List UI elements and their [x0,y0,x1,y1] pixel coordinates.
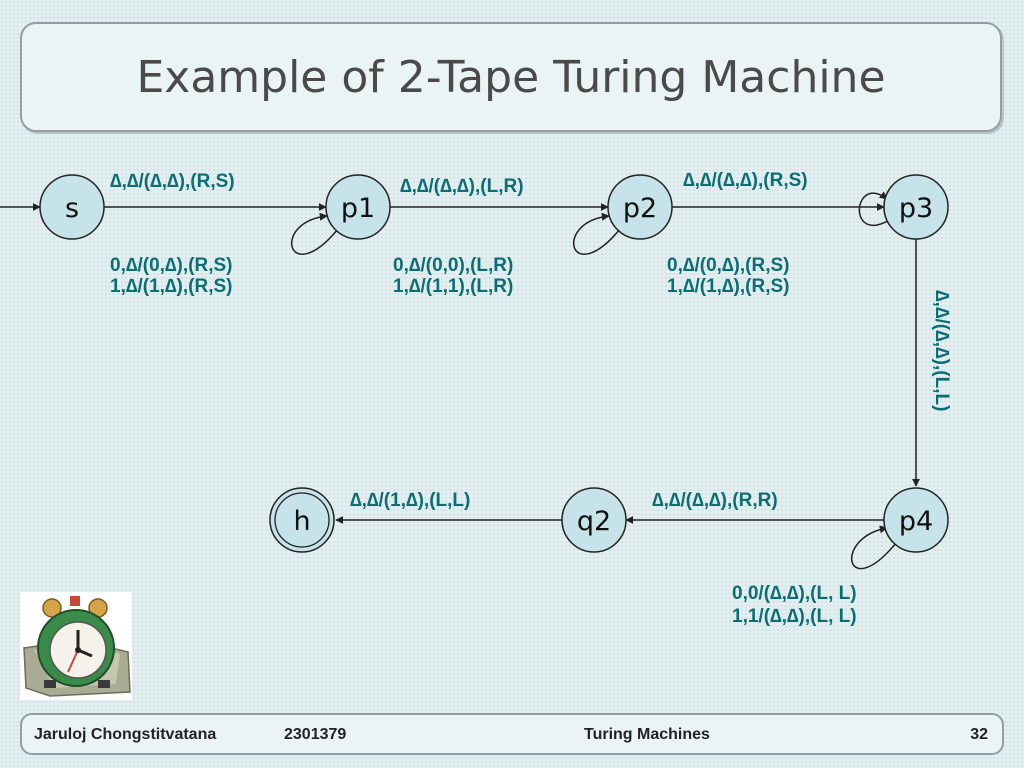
label-p3-loop-0: 0,∆/(0,∆),(R,S) [667,255,789,276]
label-p2-p3: ∆,∆/(∆,∆),(R,S) [683,170,808,191]
label-p3-loop-1: 1,∆/(1,∆),(R,S) [667,276,789,297]
label-q2-h: ∆,∆/(1,∆),(L,L) [350,490,470,511]
label-p2-loop-1: 1,∆/(1,1),(L,R) [393,276,513,297]
state-label-p4: p4 [899,506,933,537]
slide-title: Example of 2-Tape Turing Machine [136,51,886,103]
footer-bar: Jaruloj Chongstitvatana 2301379 Turing M… [20,713,1004,755]
state-h: h [269,487,335,553]
state-label-s: s [65,193,79,224]
state-label-p3: p3 [899,193,933,224]
label-s-p1: ∆,∆/(∆,∆),(R,S) [110,171,235,192]
label-p2-loop-0: 0,∆/(0,0),(L,R) [393,255,513,276]
title-box: Example of 2-Tape Turing Machine [20,22,1002,132]
label-p1-p2: ∆,∆/(∆,∆),(L,R) [400,176,524,197]
footer-topic: Turing Machines [584,726,710,743]
loop-p3 [858,191,895,226]
footer-page-number: 32 [970,726,988,743]
state-label-p2: p2 [623,193,657,224]
label-p4-loop-1: 1,1/(∆,∆),(L, L) [732,606,857,627]
state-s: s [39,174,105,240]
state-label-h: h [293,506,310,537]
label-p4-q2: ∆,∆/(∆,∆),(R,R) [652,490,778,511]
state-diagram: s p1 p2 p3 p4 q2 h ∆,∆/(∆,∆),(R,S) 0,∆/(… [0,170,952,627]
alarm-clock-icon [20,592,132,700]
state-p2: p2 [607,174,673,240]
label-p3-p4: ∆,∆/(∆,∆),(L,L) [931,290,952,411]
label-p1-loop-0: 0,∆/(0,∆),(R,S) [110,255,232,276]
footer-author: Jaruloj Chongstitvatana [34,726,217,743]
state-q2: q2 [561,487,627,553]
state-p1: p1 [325,174,391,240]
loop-p4 [850,525,897,570]
state-p3: p3 [883,174,949,240]
footer-course: 2301379 [284,726,347,743]
label-p4-loop-0: 0,0/(∆,∆),(L, L) [732,583,857,604]
loop-p2 [573,212,621,255]
loop-p1 [291,212,339,255]
label-p1-loop-1: 1,∆/(1,∆),(R,S) [110,276,232,297]
state-label-q2: q2 [577,506,611,537]
state-label-p1: p1 [341,193,375,224]
state-p4: p4 [883,487,949,553]
